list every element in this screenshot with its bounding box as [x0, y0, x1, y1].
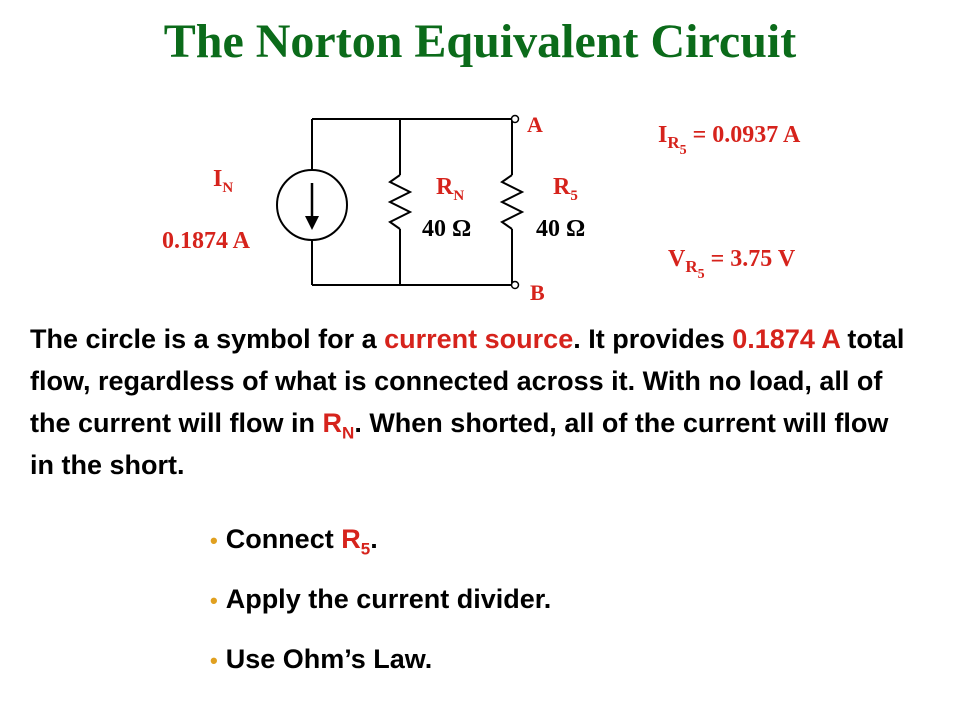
source-value-term: 0.1874 A [732, 324, 840, 354]
rn-label: RN [436, 174, 465, 204]
slide-title: The Norton Equivalent Circuit [163, 15, 797, 68]
current-source-term: current source [384, 324, 574, 354]
norton-circuit-diagram [276, 114, 525, 290]
node-b-label: B [530, 280, 545, 305]
rn-term: RN [322, 408, 355, 443]
node-a-label: A [527, 112, 543, 137]
source-label: IN [213, 166, 234, 196]
current-arrowhead-icon [305, 216, 319, 230]
source-value: 0.1874 A [162, 228, 251, 254]
terminal-a-icon [510, 114, 520, 124]
voltage-result: VR5 = 3.75 V [668, 246, 796, 282]
r5-resistor-icon [499, 174, 525, 230]
current-result: IR5 = 0.0937 A [658, 122, 801, 158]
r5-label: R5 [553, 174, 578, 204]
bullet-icon: • [210, 588, 218, 613]
explanation-paragraph: The circle is a symbol for a current sou… [30, 324, 905, 480]
step-item: •Apply the current divider. [210, 584, 552, 614]
rn-value: 40 Ω [422, 216, 472, 242]
current-source-icon [276, 169, 348, 241]
step-list: •Connect R5. •Apply the current divider.… [210, 516, 551, 696]
terminal-b-icon [510, 280, 520, 290]
step-item: •Connect R5. [210, 524, 378, 559]
bullet-icon: • [210, 528, 218, 553]
bullet-icon: • [210, 648, 218, 673]
step-item: •Use Ohm’s Law. [210, 644, 433, 674]
r5-value: 40 Ω [536, 216, 586, 242]
rn-resistor-icon [387, 174, 413, 230]
